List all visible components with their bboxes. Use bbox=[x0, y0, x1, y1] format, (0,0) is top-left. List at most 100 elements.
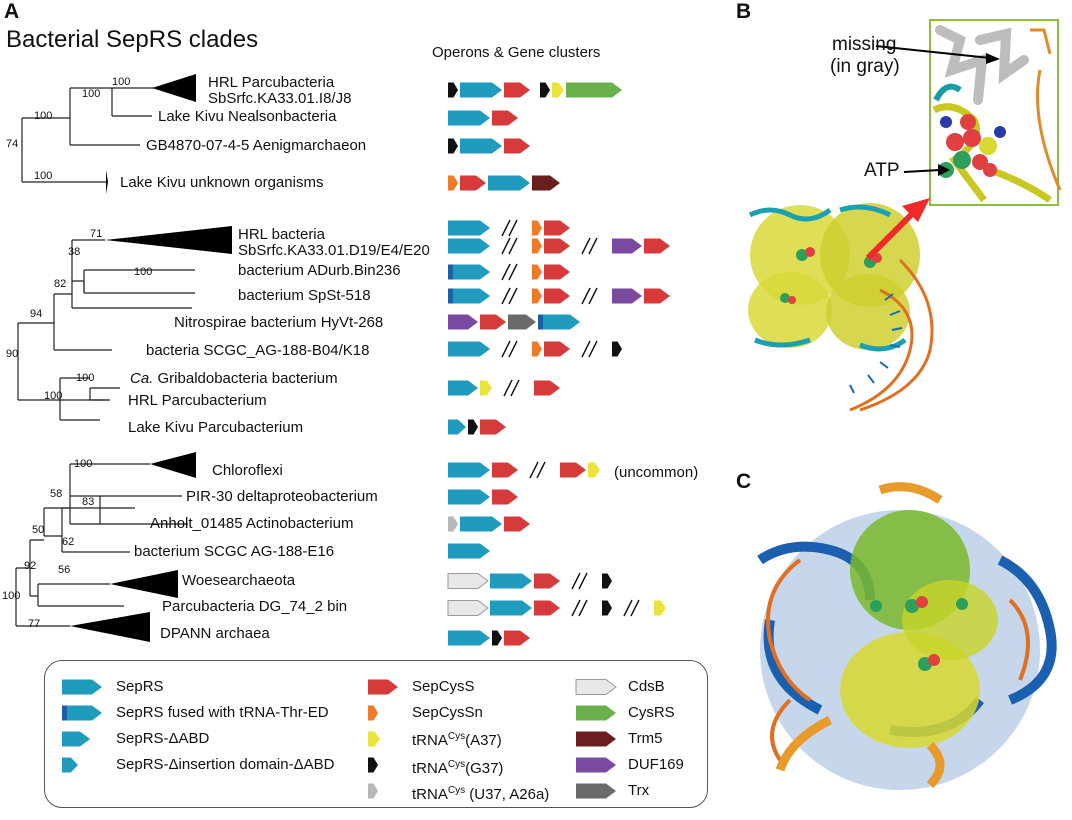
seprs-fused-swatch bbox=[62, 705, 102, 721]
legend-label-cdsb: CdsB bbox=[628, 678, 665, 695]
sepcyss-complex-image bbox=[757, 482, 1057, 790]
legend-label-seprs-dins: SepRS-Δinsertion domain-ΔABD bbox=[116, 756, 335, 773]
seprs-dabd-swatch bbox=[62, 731, 90, 747]
seprs-arrow bbox=[448, 220, 490, 236]
bootstrap-value: 90 bbox=[6, 348, 19, 360]
trna-g37-arrow bbox=[612, 341, 622, 357]
gene-legend bbox=[44, 660, 708, 808]
sepcyss-arrow bbox=[504, 82, 530, 98]
duf169-swatch bbox=[576, 757, 616, 773]
trna-sup: Cys bbox=[447, 785, 466, 796]
bootstrap-value: 100 bbox=[34, 170, 53, 182]
trna-a37-swatch bbox=[368, 731, 380, 747]
sepcyss-swatch bbox=[368, 679, 398, 695]
sepcyss-arrow bbox=[534, 380, 560, 396]
operon-row bbox=[448, 175, 560, 191]
gap-break-mark bbox=[501, 237, 511, 255]
taxon-italic-prefix: Ca. bbox=[130, 370, 154, 387]
cysrs-arrow bbox=[566, 82, 622, 98]
sepcyss-arrow bbox=[480, 314, 506, 330]
sepcyssn-arrow bbox=[448, 175, 458, 191]
sepcyss-arrow bbox=[644, 288, 670, 304]
legend-label-duf169: DUF169 bbox=[628, 756, 684, 773]
taxon-label: GB4870-07-4-5 Aenigmarchaeon bbox=[146, 137, 367, 154]
taxon-label: Parcubacteria DG_74_2 bin bbox=[162, 598, 348, 615]
bootstrap-value: 56 bbox=[58, 564, 71, 576]
taxon-label: Lake Kivu unknown organisms bbox=[120, 174, 324, 191]
gap-break-mark bbox=[581, 237, 591, 255]
operon-row bbox=[448, 489, 518, 505]
trna-tail: (U37, A26a) bbox=[465, 786, 550, 803]
taxon-label: Lake Kivu Parcubacterium bbox=[128, 419, 304, 436]
trna-a37-arrow bbox=[654, 600, 666, 616]
panel-label-c: C bbox=[736, 470, 752, 493]
seprs-arrow bbox=[448, 110, 490, 126]
panel-label-b: B bbox=[736, 0, 752, 23]
taxon-label: bacterium ADurb.Bin236 bbox=[238, 262, 401, 279]
gap-break-mark bbox=[508, 263, 518, 281]
gap-break-mark bbox=[508, 219, 518, 237]
seprs-arrow bbox=[448, 630, 490, 646]
gap-break-mark bbox=[578, 599, 588, 617]
trna-sup: Cys bbox=[447, 759, 466, 770]
gap-break-mark bbox=[581, 340, 591, 358]
seprs-arrow bbox=[448, 238, 490, 254]
seprs-arrow bbox=[448, 489, 490, 505]
taxon-label: Lake Kivu Nealsonbacteria bbox=[158, 108, 337, 125]
legend-label-trna-u37: tRNACys (U37, A26a) bbox=[412, 782, 549, 804]
bootstrap-value: 50 bbox=[32, 524, 45, 536]
seprs-arrow bbox=[448, 380, 478, 396]
operon-arrows bbox=[447, 82, 670, 646]
operon-row bbox=[448, 630, 530, 646]
duf169-arrow bbox=[448, 314, 478, 330]
sepcyssn-arrow bbox=[532, 220, 542, 236]
sepcyss-arrow bbox=[560, 462, 586, 478]
trna-a37-arrow bbox=[480, 380, 492, 396]
gap-break-mark bbox=[501, 340, 511, 358]
operon-row bbox=[448, 219, 570, 237]
sepcyss-arrow bbox=[492, 110, 518, 126]
taxon-label-text: Gribaldobacteria bacterium bbox=[153, 370, 338, 387]
sepcyss-arrow bbox=[534, 600, 560, 616]
bootstrap-value: 100 bbox=[134, 266, 153, 278]
missing-label-line2: (in gray) bbox=[830, 56, 900, 77]
gap-break-mark bbox=[630, 599, 640, 617]
fused-domain-mark bbox=[62, 705, 67, 721]
bootstrap-value: 100 bbox=[44, 390, 63, 402]
panel-label-a: A bbox=[4, 0, 20, 23]
trna-u37-swatch bbox=[368, 783, 378, 799]
seprs-arrow bbox=[448, 341, 490, 357]
gap-break-mark bbox=[508, 287, 518, 305]
sepcyss-arrow bbox=[492, 462, 518, 478]
gap-break-mark bbox=[501, 287, 511, 305]
operon-row bbox=[448, 287, 670, 305]
sepcyss-arrow bbox=[544, 238, 570, 254]
cdsb-arrow bbox=[447, 600, 489, 616]
bootstrap-value: 100 bbox=[2, 590, 21, 602]
duf169-arrow bbox=[612, 238, 642, 254]
bootstrap-value: 100 bbox=[74, 458, 93, 470]
operon-row bbox=[448, 82, 622, 98]
gap-break-mark bbox=[588, 287, 598, 305]
taxon-label: Ca. Gribaldobacteria bacterium bbox=[130, 370, 338, 387]
sepcyss-arrow bbox=[492, 489, 518, 505]
seprs-dins-swatch bbox=[62, 757, 78, 773]
sepcyss-arrow bbox=[504, 138, 530, 154]
seprs-swatch bbox=[62, 679, 102, 695]
operon-row bbox=[448, 138, 530, 154]
sepcyss-arrow bbox=[534, 573, 560, 589]
bootstrap-value: 62 bbox=[62, 536, 75, 548]
operons-header: Operons & Gene clusters bbox=[432, 44, 601, 61]
trna-g37-arrow bbox=[492, 630, 502, 646]
seprs-arrow bbox=[460, 82, 502, 98]
fused-domain-mark bbox=[448, 264, 453, 280]
legend-label-seprs-fused: SepRS fused with tRNA-Thr-ED bbox=[116, 704, 329, 721]
trna-tail: (G37) bbox=[465, 760, 504, 777]
missing-label: missing bbox=[832, 34, 897, 55]
bootstrap-value: 100 bbox=[82, 88, 101, 100]
gap-break-mark bbox=[501, 219, 511, 237]
gap-break-mark bbox=[571, 572, 581, 590]
sepcyss-arrow bbox=[504, 516, 530, 532]
trna-g37-arrow bbox=[468, 419, 478, 435]
